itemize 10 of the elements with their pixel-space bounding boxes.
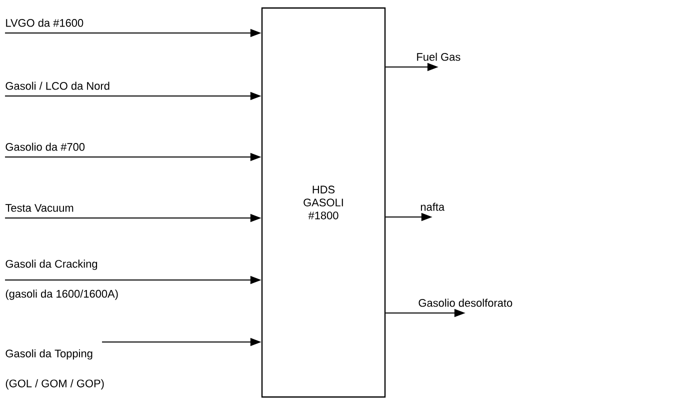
stream-label: Fuel Gas bbox=[417, 52, 460, 61]
stream-label: Gasolio da #700 bbox=[6, 142, 85, 151]
stream-label: Gasolio desolforato bbox=[418, 298, 512, 307]
process-box: HDS GASOLI #1800 bbox=[261, 7, 386, 398]
stream-label: Gasoli da Topping (GOL / GOM / GOP) bbox=[6, 349, 104, 390]
stream-label: nafta bbox=[420, 202, 445, 211]
stream-label: Gasoli da Cracking (gasoli da 1600/1600A) bbox=[6, 260, 118, 300]
stream-label: Gasoli / LCO da Nord bbox=[6, 82, 110, 90]
stream-label: Testa Vacuum bbox=[5, 204, 74, 212]
stream-label: LVGO da #1600 bbox=[6, 18, 84, 27]
